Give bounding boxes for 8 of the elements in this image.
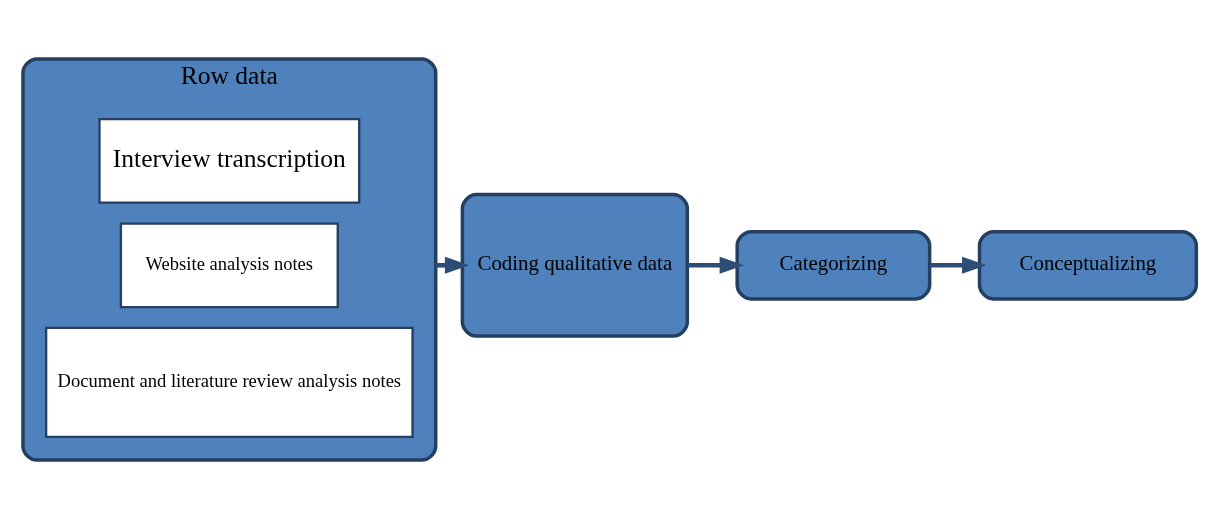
node-box: Categorizing <box>735 229 932 301</box>
node-box: Conceptualizing <box>977 229 1199 301</box>
node-box: Coding qualitative data <box>460 192 690 338</box>
node-box: Website analysis notes <box>119 222 339 309</box>
node-box: Interview transcription <box>98 118 361 204</box>
arrow <box>929 256 987 274</box>
arrow <box>687 256 745 274</box>
node-box: Document and literature review analysis notes <box>45 326 414 439</box>
